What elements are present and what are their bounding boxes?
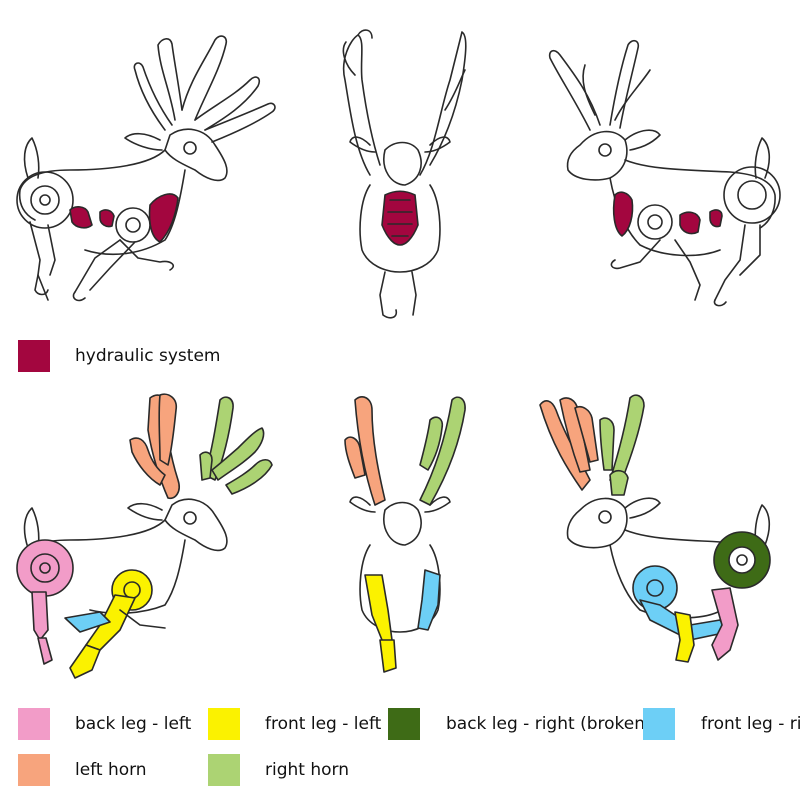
hydraulic-label: hydraulic system [75, 346, 221, 366]
hydraulic-swatch [18, 340, 50, 372]
front-leg-right-swatch [643, 708, 675, 740]
front-leg-left-swatch [208, 708, 240, 740]
right-horn-swatch [208, 754, 240, 786]
left-horn-label: left horn [75, 760, 147, 780]
deer-front-top [342, 29, 467, 319]
left-horn-swatch [18, 754, 50, 786]
deer-side-left-bottom [16, 393, 273, 679]
back-leg-left-label: back leg - left [75, 714, 192, 734]
front-leg-left-label: front leg - left [265, 714, 382, 734]
deer-side-left-top [16, 35, 276, 302]
back-leg-left-swatch [18, 708, 50, 740]
deer-side-right-bottom [539, 394, 771, 663]
back-leg-right-label: back leg - right (broken) [446, 714, 652, 734]
deer-front-bottom [344, 396, 466, 673]
front-leg-right-label: front leg - righ [701, 714, 800, 734]
deer-side-right-top [548, 39, 781, 307]
right-horn-label: right horn [265, 760, 349, 780]
back-leg-right-swatch [388, 708, 420, 740]
